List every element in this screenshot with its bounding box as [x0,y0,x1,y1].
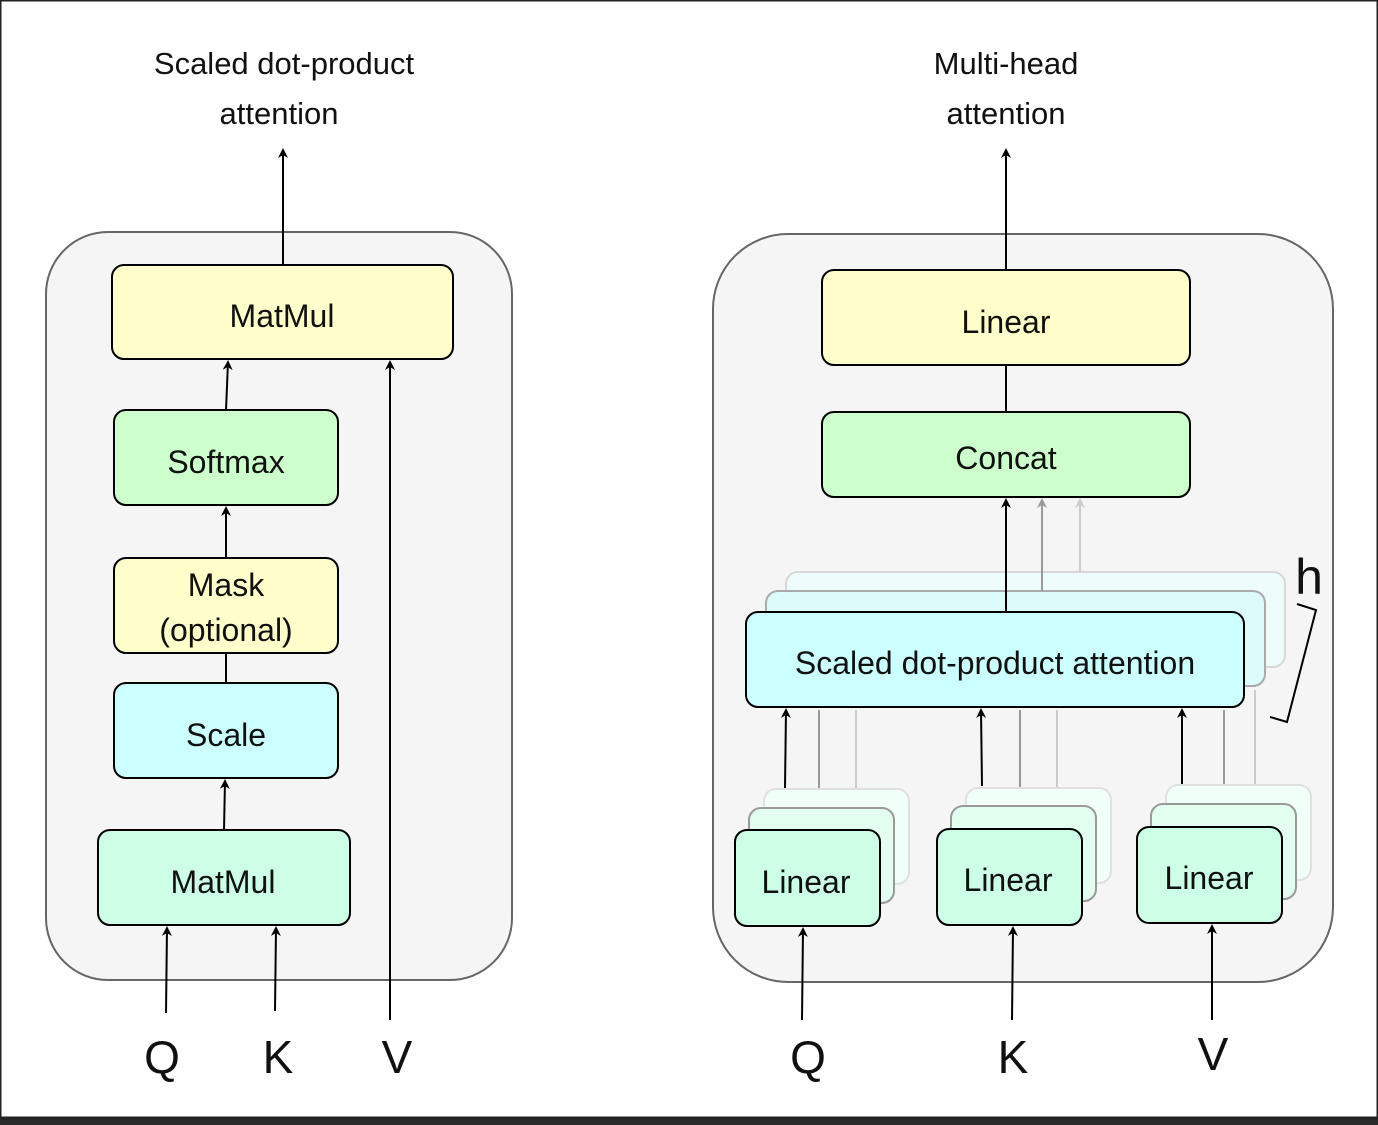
sdpa-label: Scaled dot-product attention [795,645,1195,681]
left-input-q: Q [144,1031,180,1083]
linear-q-label: Linear [762,864,851,900]
linear-k-box [936,828,1083,926]
left-input-v: V [382,1031,413,1083]
right-title-line1: Multi-head [934,46,1079,81]
right-k-input-arrow [1007,926,1018,1021]
linear-q-box [734,829,881,927]
left-title-line2: attention [220,96,339,131]
concat-box [821,411,1191,498]
linear-v-box [1136,826,1283,924]
matmul-top-box [111,264,454,360]
right-input-k: K [998,1031,1029,1083]
heads-label: h [1295,549,1323,605]
sdpa-box [745,611,1245,708]
linear-k-label: Linear [964,862,1053,898]
left-input-k: K [263,1031,294,1083]
matmul-to-scale-arrow [219,779,230,831]
linear-v-label: Linear [1165,860,1254,896]
linear-q-to-sdpa-arrow [780,708,791,789]
heads-bracket [1269,603,1318,724]
left-title-line1: Scaled dot-product [154,46,415,81]
right-input-v: V [1198,1028,1229,1080]
concat-label: Concat [955,440,1057,476]
right-title-line2: attention [947,96,1066,131]
scaled-dot-product-attention-diagram: Scaled dot-product attention MatMul Soft… [45,46,513,1083]
k-input-arrow [270,926,281,1012]
right-q-input-arrow [797,927,808,1021]
softmax-to-matmul-arrow [222,360,233,411]
mask-label-line1: Mask [188,567,265,603]
right-input-q: Q [790,1031,826,1083]
q-input-arrow [161,926,172,1014]
multi-head-attention-diagram: Multi-head attention Linear Concat Scale… [712,46,1334,1083]
mask-label-line2: (optional) [159,612,292,648]
linear-top-label: Linear [962,304,1051,340]
matmul-top-label: MatMul [230,298,335,334]
scale-label: Scale [186,717,266,753]
matmul-bottom-label: MatMul [171,864,276,900]
linear-k-to-sdpa-arrow [976,708,987,787]
softmax-label: Softmax [167,444,284,480]
